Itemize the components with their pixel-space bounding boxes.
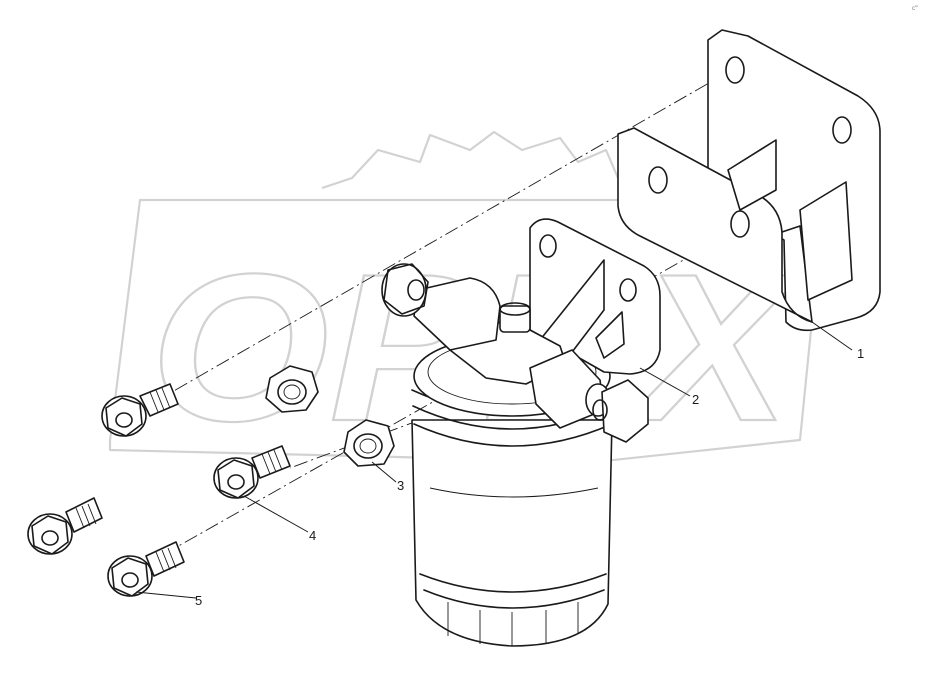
head-plate-hole-2 — [619, 278, 637, 302]
callout-4: 4 — [309, 528, 316, 543]
bolt-d-hex — [111, 557, 149, 597]
head-gusset-small — [595, 311, 625, 359]
filter-head — [381, 218, 661, 443]
nut-upper — [265, 365, 319, 413]
mounting-bracket — [617, 29, 881, 332]
bolt-b — [213, 445, 291, 499]
bolt-d-head-face — [121, 572, 139, 588]
leader-4 — [243, 495, 309, 533]
bracket-hole-4 — [730, 210, 750, 238]
bracket-hole-3 — [648, 166, 668, 194]
filter-bottom-ribs — [447, 602, 579, 646]
bolt-c-hex — [31, 515, 69, 555]
callout-2: 2 — [692, 392, 699, 407]
head-fitting-left-hex — [383, 263, 429, 315]
bracket-hole-2 — [832, 116, 852, 144]
leader-5 — [135, 591, 197, 599]
filter-ring-1 — [413, 423, 613, 447]
filter-seam — [429, 487, 599, 498]
bolt-b-threads — [261, 449, 283, 475]
callout-5: 5 — [195, 593, 202, 608]
head-fitting-right-hex — [601, 379, 649, 443]
bolt-c-threads — [75, 503, 97, 529]
bolt-b-hex — [217, 459, 255, 499]
bracket-gusset-lower — [799, 181, 853, 301]
bracket-gusset-upper — [727, 139, 777, 211]
bolt-a-head-face — [115, 412, 133, 428]
watermark-gear-outline — [321, 130, 662, 237]
bolt-d — [107, 541, 185, 597]
bolt-d-threads — [155, 547, 177, 573]
bolt-a-hex — [105, 397, 143, 437]
head-plate-hole-1 — [539, 234, 557, 258]
bolt-b-head-face — [227, 474, 245, 490]
bolt-a-threads — [149, 387, 171, 413]
head-fitting-left-face — [407, 279, 425, 301]
bolt-c — [27, 497, 103, 555]
bracket-hole-1 — [725, 56, 745, 84]
head-port-left — [413, 277, 501, 351]
center-line-upper — [164, 71, 729, 397]
center-line-nut — [289, 419, 421, 469]
leader-lines — [135, 321, 853, 599]
leader-1 — [811, 321, 853, 351]
callout-1: 1 — [857, 346, 864, 361]
leader-3 — [371, 461, 397, 483]
head-center-plug — [499, 305, 531, 333]
callout-3: 3 — [397, 478, 404, 493]
nut-lower — [343, 419, 395, 467]
corner-mark: c'" — [912, 6, 918, 12]
bolt-a — [101, 383, 179, 437]
filter-bottom-band — [419, 573, 607, 593]
bolt-a-shank — [139, 383, 179, 417]
leader-2 — [639, 367, 691, 397]
bolt-c-shank — [65, 497, 103, 533]
head-fitting-right-face — [592, 399, 608, 421]
bolt-c-head-face — [41, 530, 59, 546]
filter-bottom-band-2 — [423, 589, 605, 609]
